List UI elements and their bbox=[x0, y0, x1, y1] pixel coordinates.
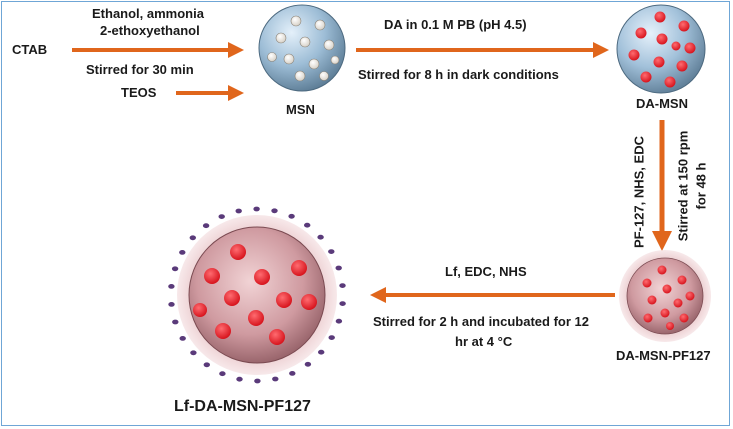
lactoferrin-dot bbox=[168, 302, 175, 307]
lactoferrin-dot bbox=[339, 283, 346, 288]
lactoferrin-dot bbox=[335, 265, 342, 271]
da-msn-particle bbox=[616, 4, 706, 94]
ctab-label: CTAB bbox=[12, 42, 48, 57]
teos-label: TEOS bbox=[121, 85, 157, 100]
step2-condition: Stirred for 8 h in dark conditions bbox=[358, 67, 559, 82]
lactoferrin-dot bbox=[171, 266, 179, 272]
drug-dots bbox=[628, 11, 696, 88]
step1-reagents-line2: 2-ethoxyethanol bbox=[100, 23, 200, 38]
da-msn-pf127-label: DA-MSN-PF127 bbox=[616, 348, 711, 363]
lactoferrin-dot bbox=[317, 234, 324, 240]
msn-label: MSN bbox=[286, 102, 315, 117]
lactoferrin-dot bbox=[168, 284, 175, 289]
lactoferrin-dot bbox=[328, 249, 335, 255]
step4-condition-line1: Stirred for 2 h and incubated for 12 bbox=[373, 314, 589, 329]
lactoferrin-dot bbox=[335, 318, 343, 324]
lactoferrin-dot bbox=[289, 371, 296, 376]
lactoferrin-dot bbox=[179, 250, 186, 255]
lactoferrin-dot bbox=[189, 235, 196, 241]
step3-condition-line1: Stirred at 150 rpm bbox=[675, 130, 691, 242]
lactoferrin-dot bbox=[219, 371, 226, 377]
lactoferrin-dot bbox=[272, 376, 279, 382]
lf-da-msn-pf127-label: Lf-DA-MSN-PF127 bbox=[174, 398, 311, 415]
step4-reagents: Lf, EDC, NHS bbox=[445, 264, 527, 279]
drug-dots bbox=[193, 244, 317, 345]
step1-condition: Stirred for 30 min bbox=[86, 62, 194, 77]
lactoferrin-dot bbox=[304, 222, 311, 228]
lactoferrin-dot bbox=[271, 208, 278, 214]
lactoferrin-dot bbox=[328, 335, 335, 340]
lactoferrin-dot bbox=[339, 301, 346, 306]
lactoferrin-dot bbox=[203, 362, 210, 368]
lactoferrin-dot bbox=[172, 319, 179, 325]
lactoferrin-dot bbox=[236, 376, 243, 382]
lactoferrin-dot bbox=[235, 208, 242, 214]
msn-particle bbox=[258, 4, 346, 92]
lactoferrin-dot bbox=[304, 361, 312, 367]
drug-dots bbox=[642, 265, 695, 330]
da-msn-label: DA-MSN bbox=[636, 96, 688, 111]
lactoferrin-dot bbox=[288, 213, 295, 219]
step4-condition-line2: hr at 4 °C bbox=[455, 334, 513, 349]
da-msn-pf127-particle bbox=[619, 250, 711, 342]
lactoferrin-dot bbox=[179, 336, 186, 341]
step3-reagents: PF-127, NHS, EDC bbox=[631, 136, 647, 248]
step3-condition-line2: for 48 h bbox=[693, 162, 709, 210]
lactoferrin-dot bbox=[218, 214, 225, 220]
step2-reagents: DA in 0.1 M PB (pH 4.5) bbox=[384, 17, 527, 32]
lactoferrin-dots bbox=[168, 206, 346, 384]
lactoferrin-dot bbox=[318, 349, 325, 355]
lactoferrin-dot bbox=[253, 206, 260, 212]
step1-reagents-line1: Ethanol, ammonia bbox=[92, 6, 204, 21]
lactoferrin-dot bbox=[202, 223, 210, 229]
lactoferrin-dot bbox=[254, 378, 261, 384]
pore-dots bbox=[267, 15, 340, 82]
lactoferrin-dot bbox=[190, 350, 197, 356]
lf-da-msn-pf127-particle bbox=[168, 206, 346, 384]
